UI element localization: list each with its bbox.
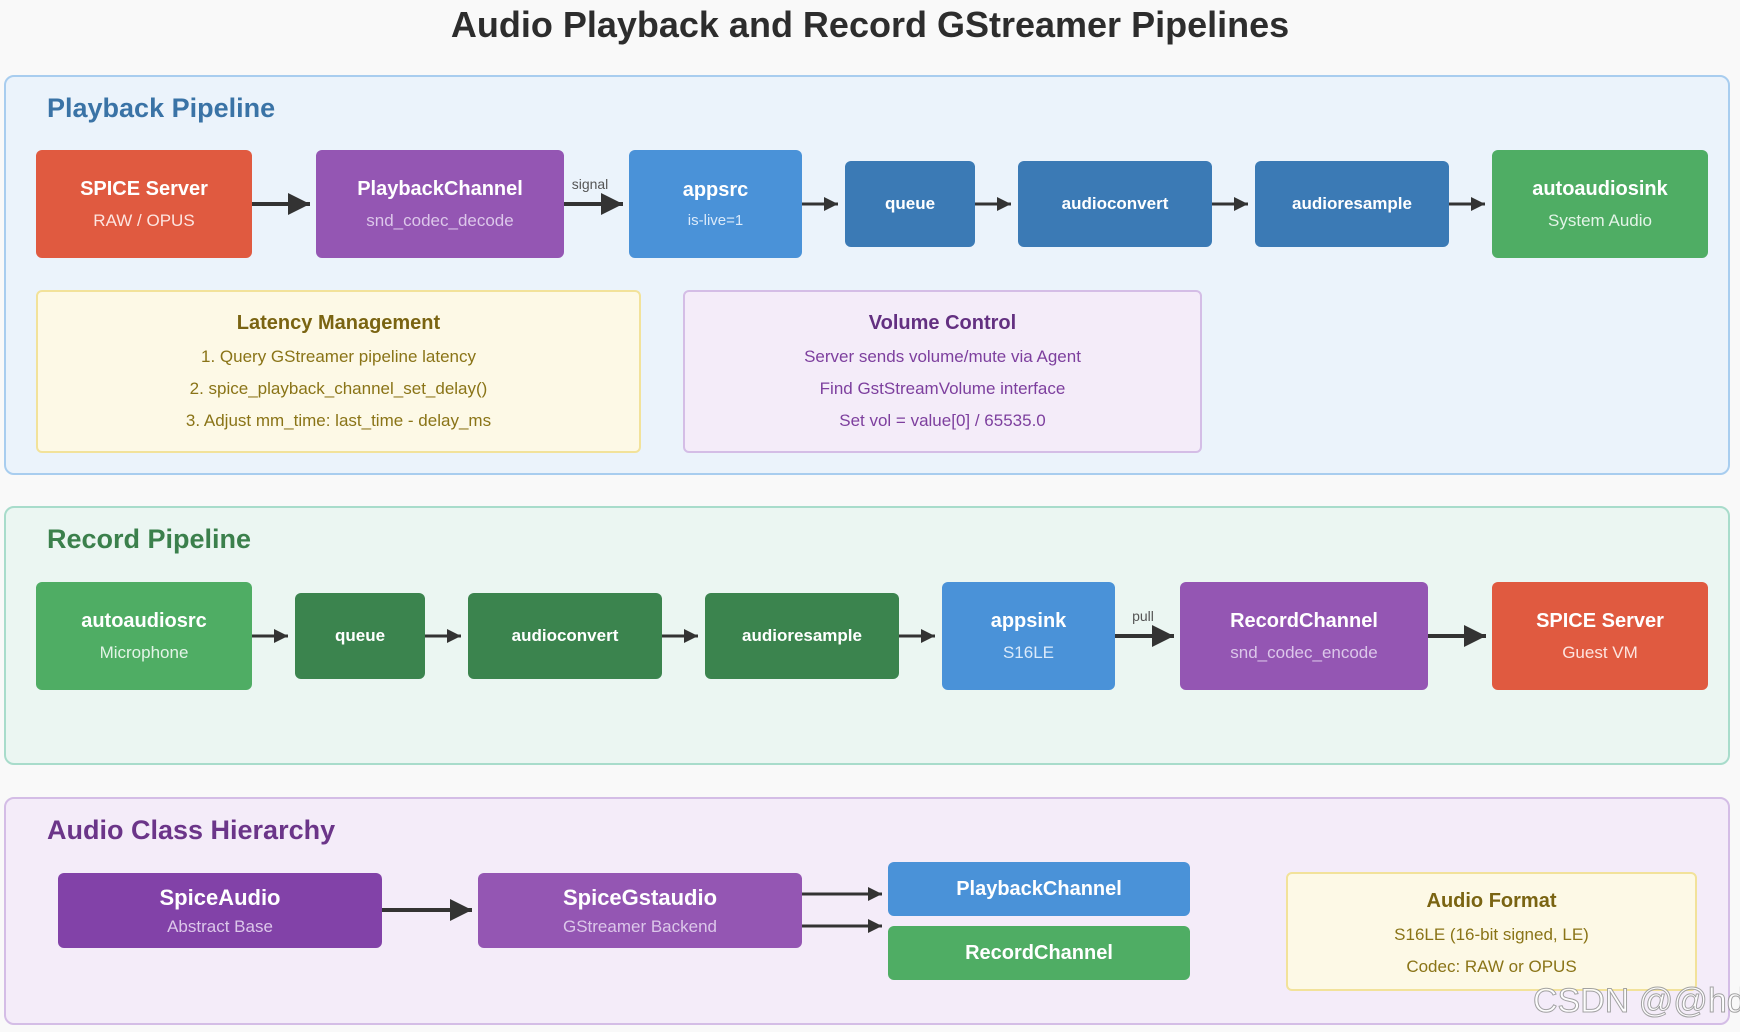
- node-label: RecordChannel: [1230, 609, 1378, 632]
- note-title: Volume Control: [868, 312, 1017, 334]
- node-sublabel: S16LE: [1002, 642, 1055, 662]
- node-sublabel: System Audio: [1548, 210, 1652, 230]
- diagram-title: Audio Playback and Record GStreamer Pipe…: [450, 4, 1290, 45]
- note-line: S16LE (16-bit signed, LE): [1394, 925, 1589, 944]
- record-audioresample-node: audioresample: [705, 593, 899, 679]
- record-queue-node: queue: [295, 593, 425, 679]
- watermark: CSDN @@hdd: [1533, 982, 1740, 1021]
- note-title: Audio Format: [1426, 890, 1557, 912]
- note-line: Find GstStreamVolume interface: [819, 379, 1066, 398]
- node-label: queue: [884, 194, 936, 213]
- node-sublabel: RAW / OPUS: [93, 210, 195, 230]
- record-spice-server-node: SPICE Server Guest VM: [1492, 582, 1708, 690]
- note-line: 2. spice_playback_channel_set_delay(): [189, 379, 488, 398]
- hierarchy-playback-channel-node: PlaybackChannel: [888, 862, 1190, 916]
- pull-edge-label: pull: [1132, 608, 1154, 624]
- autoaudiosink-node: autoaudiosink System Audio: [1492, 150, 1708, 258]
- playback-queue-node: queue: [845, 161, 975, 247]
- node-label: audioconvert: [1061, 194, 1169, 213]
- playback-audioresample-node: audioresample: [1255, 161, 1449, 247]
- record-audioconvert-node: audioconvert: [468, 593, 662, 679]
- note-line: 3. Adjust mm_time: last_time - delay_ms: [185, 411, 492, 430]
- autoaudiosrc-node: autoaudiosrc Microphone: [36, 582, 252, 690]
- node-sublabel: snd_codec_decode: [366, 210, 514, 230]
- record-section-title: Record Pipeline: [47, 524, 252, 554]
- node-label: SpiceAudio: [159, 884, 281, 910]
- node-label: queue: [334, 626, 386, 645]
- signal-edge-label: signal: [572, 176, 609, 192]
- appsrc-node: appsrc is-live=1: [629, 150, 802, 258]
- spice-audio-node: SpiceAudio Abstract Base: [58, 873, 382, 948]
- node-sublabel: Guest VM: [1562, 642, 1638, 662]
- spice-gstaudio-node: SpiceGstaudio GStreamer Backend: [478, 873, 802, 948]
- volume-control-note: Volume Control Server sends volume/mute …: [683, 290, 1202, 453]
- node-sublabel: snd_codec_encode: [1230, 642, 1378, 662]
- note-title: Latency Management: [236, 312, 441, 334]
- note-line: Codec: RAW or OPUS: [1406, 957, 1577, 976]
- node-label: audioconvert: [511, 626, 619, 645]
- latency-management-note: Latency Management 1. Query GStreamer pi…: [36, 290, 641, 453]
- note-line: Server sends volume/mute via Agent: [804, 347, 1081, 366]
- node-label: SPICE Server: [80, 177, 208, 200]
- node-label: audioresample: [742, 626, 862, 645]
- node-label: appsink: [990, 609, 1067, 632]
- hierarchy-section-title: Audio Class Hierarchy: [47, 815, 336, 845]
- node-label: SpiceGstaudio: [562, 884, 718, 910]
- node-label: PlaybackChannel: [357, 177, 523, 200]
- node-sublabel: is-live=1: [687, 212, 744, 229]
- node-label: RecordChannel: [965, 941, 1113, 964]
- appsink-node: appsink S16LE: [942, 582, 1115, 690]
- node-label: autoaudiosink: [1532, 177, 1668, 200]
- playback-spice-server-node: SPICE Server RAW / OPUS: [36, 150, 252, 258]
- record-channel-node: RecordChannel snd_codec_encode: [1180, 582, 1428, 690]
- audio-format-note: Audio Format S16LE (16-bit signed, LE) C…: [1286, 872, 1697, 991]
- note-line: Set vol = value[0] / 65535.0: [839, 411, 1046, 430]
- node-sublabel: GStreamer Backend: [562, 916, 717, 936]
- node-label: autoaudiosrc: [81, 609, 207, 632]
- playback-channel-node: PlaybackChannel snd_codec_decode: [316, 150, 564, 258]
- node-sublabel: Abstract Base: [167, 916, 273, 936]
- playback-audioconvert-node: audioconvert: [1018, 161, 1212, 247]
- node-label: appsrc: [682, 179, 749, 201]
- playback-section-title: Playback Pipeline: [47, 93, 276, 123]
- note-line: 1. Query GStreamer pipeline latency: [201, 347, 476, 366]
- node-label: PlaybackChannel: [956, 877, 1122, 900]
- hierarchy-record-channel-node: RecordChannel: [888, 926, 1190, 980]
- node-sublabel: Microphone: [99, 642, 189, 662]
- node-label: audioresample: [1292, 194, 1412, 213]
- node-label: SPICE Server: [1536, 609, 1664, 632]
